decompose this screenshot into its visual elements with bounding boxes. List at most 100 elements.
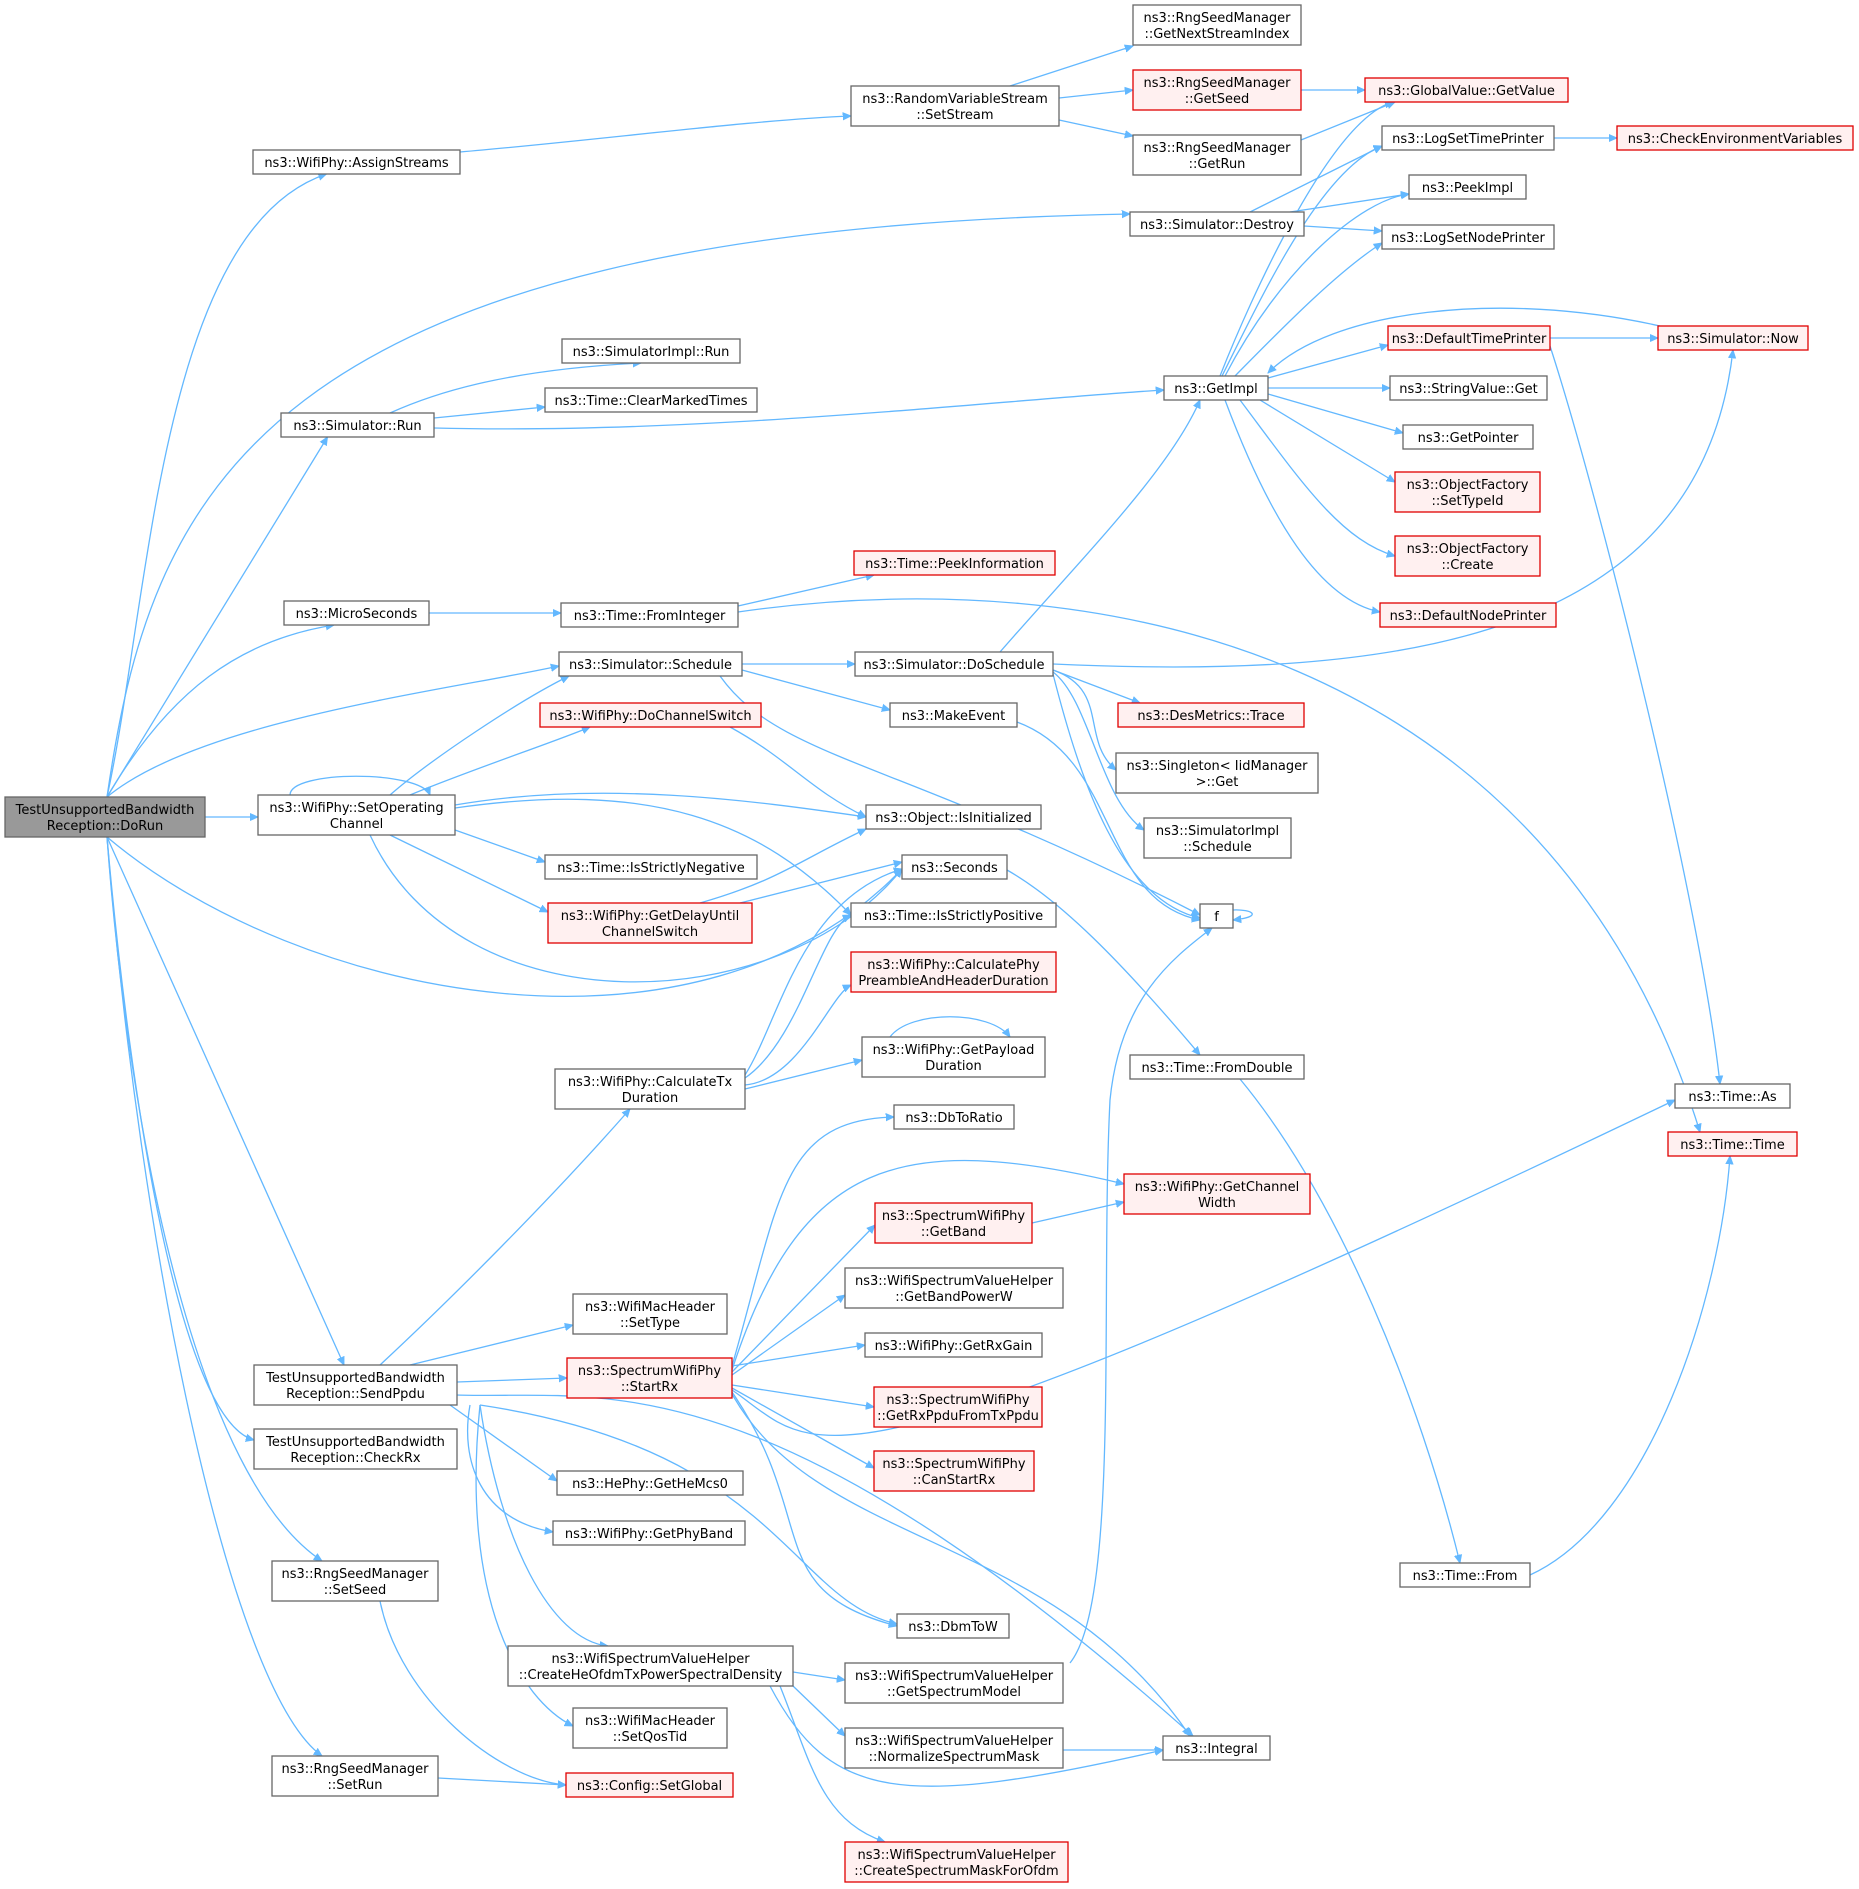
node-stringGet[interactable]: ns3::StringValue::Get bbox=[1389, 375, 1548, 401]
call-edge-77 bbox=[475, 1404, 573, 1727]
node-label: ns3::PeekImpl bbox=[1422, 181, 1513, 196]
node-peekImpl[interactable]: ns3::PeekImpl bbox=[1408, 174, 1527, 200]
node-getHeMcs0[interactable]: ns3::HePhy::GetHeMcs0 bbox=[556, 1470, 744, 1496]
node-label: ns3::Time::Time bbox=[1680, 1138, 1784, 1153]
node-label: ::NormalizeSpectrumMask bbox=[869, 1750, 1040, 1765]
call-edge-12 bbox=[1009, 46, 1133, 87]
call-edge-69 bbox=[1529, 1156, 1730, 1576]
node-getRun[interactable]: ns3::RngSeedManager::GetRun bbox=[1132, 134, 1302, 176]
node-startRx[interactable]: ns3::SpectrumWifiPhy::StartRx bbox=[566, 1357, 733, 1399]
node-peekInfo[interactable]: ns3::Time::PeekInformation bbox=[853, 550, 1056, 576]
node-setStream[interactable]: ns3::RandomVariableStream::SetStream bbox=[850, 85, 1060, 127]
call-edge-55 bbox=[454, 798, 851, 915]
node-isStrictlyPositive[interactable]: ns3::Time::IsStrictlyPositive bbox=[850, 902, 1057, 928]
call-edge-90 bbox=[379, 1600, 566, 1785]
call-edge-88 bbox=[731, 1393, 1190, 1736]
node-simNow[interactable]: ns3::Simulator::Now bbox=[1657, 325, 1809, 351]
node-getBand[interactable]: ns3::SpectrumWifiPhy::GetBand bbox=[874, 1202, 1033, 1244]
node-seconds[interactable]: ns3::Seconds bbox=[901, 854, 1008, 880]
node-desTrace[interactable]: ns3::DesMetrics::Trace bbox=[1117, 702, 1305, 728]
node-label: ns3::Time::IsStrictlyPositive bbox=[864, 909, 1043, 924]
node-makeEvent[interactable]: ns3::MakeEvent bbox=[889, 702, 1018, 728]
node-singletonGet[interactable]: ns3::Singleton< IidManager>::Get bbox=[1115, 752, 1319, 794]
node-macSetType[interactable]: ns3::WifiMacHeader::SetType bbox=[572, 1293, 728, 1335]
node-timeAs[interactable]: ns3::Time::As bbox=[1674, 1083, 1791, 1109]
node-getPhyBand[interactable]: ns3::WifiPhy::GetPhyBand bbox=[552, 1520, 746, 1546]
node-dbToRatio[interactable]: ns3::DbToRatio bbox=[893, 1104, 1015, 1130]
node-fromInteger[interactable]: ns3::Time::FromInteger bbox=[560, 602, 739, 628]
node-logSetNodePrinter[interactable]: ns3::LogSetNodePrinter bbox=[1381, 224, 1555, 250]
call-edge-30 bbox=[1267, 393, 1403, 433]
node-calcPreamble[interactable]: ns3::WifiPhy::CalculatePhyPreambleAndHea… bbox=[850, 951, 1057, 993]
node-label: ::Create bbox=[1442, 558, 1494, 573]
node-ofSetTypeId[interactable]: ns3::ObjectFactory::SetTypeId bbox=[1394, 471, 1541, 513]
node-doChannelSwitch[interactable]: ns3::WifiPhy::DoChannelSwitch bbox=[539, 702, 762, 728]
node-label: TestUnsupportedBandwidth bbox=[265, 1435, 445, 1450]
node-getSpectrumModel[interactable]: ns3::WifiSpectrumValueHelper::GetSpectru… bbox=[844, 1662, 1064, 1704]
call-edge-83 bbox=[731, 1345, 865, 1367]
node-label: ::SetQosTid bbox=[613, 1730, 687, 1745]
node-setQosTid[interactable]: ns3::WifiMacHeader::SetQosTid bbox=[572, 1707, 728, 1749]
node-label: ::SetType bbox=[620, 1316, 680, 1331]
node-simRun[interactable]: ns3::Simulator::Run bbox=[280, 412, 435, 438]
call-edge-28 bbox=[1267, 345, 1388, 379]
node-schedule[interactable]: ns3::Simulator::Schedule bbox=[558, 651, 743, 677]
node-integral[interactable]: ns3::Integral bbox=[1162, 1735, 1271, 1761]
node-createHe[interactable]: ns3::WifiSpectrumValueHelper::CreateHeOf… bbox=[507, 1645, 794, 1687]
node-label: ns3::SimulatorImpl::Run bbox=[573, 345, 730, 360]
node-getImpl[interactable]: ns3::GetImpl bbox=[1163, 375, 1269, 401]
node-checkRx[interactable]: TestUnsupportedBandwidthReception::Check… bbox=[253, 1428, 458, 1470]
node-defaultNodePrinter[interactable]: ns3::DefaultNodePrinter bbox=[1379, 602, 1557, 628]
node-label: ns3::ObjectFactory bbox=[1407, 478, 1529, 493]
call-edge-59 bbox=[729, 726, 866, 818]
node-globalGetValue[interactable]: ns3::GlobalValue::GetValue bbox=[1364, 77, 1569, 103]
node-getRxGain[interactable]: ns3::WifiPhy::GetRxGain bbox=[864, 1332, 1043, 1358]
node-label: ::CreateHeOfdmTxPowerSpectralDensity bbox=[519, 1668, 783, 1683]
node-isStrictlyNegative[interactable]: ns3::Time::IsStrictlyNegative bbox=[544, 854, 758, 880]
node-getSeed[interactable]: ns3::RngSeedManager::GetSeed bbox=[1132, 69, 1302, 111]
node-clearMarked[interactable]: ns3::Time::ClearMarkedTimes bbox=[544, 387, 758, 413]
call-edge-82 bbox=[731, 1295, 845, 1376]
node-doSchedule[interactable]: ns3::Simulator::DoSchedule bbox=[854, 651, 1054, 677]
node-createMask[interactable]: ns3::WifiSpectrumValueHelper::CreateSpec… bbox=[844, 1841, 1069, 1883]
node-ofCreate[interactable]: ns3::ObjectFactory::Create bbox=[1394, 535, 1541, 577]
node-label: ns3::SpectrumWifiPhy bbox=[882, 1209, 1025, 1224]
node-isInitialized[interactable]: ns3::Object::IsInitialized bbox=[865, 804, 1042, 830]
node-getRxPpdu[interactable]: ns3::SpectrumWifiPhy::GetRxPpduFromTxPpd… bbox=[873, 1386, 1043, 1428]
node-timeFrom[interactable]: ns3::Time::From bbox=[1399, 1562, 1531, 1588]
node-sendPpdu[interactable]: TestUnsupportedBandwidthReception::SendP… bbox=[253, 1364, 458, 1406]
node-defaultTimePrinter[interactable]: ns3::DefaultTimePrinter bbox=[1387, 325, 1551, 351]
node-logSetTimePrinter[interactable]: ns3::LogSetTimePrinter bbox=[1381, 125, 1555, 151]
node-microSeconds[interactable]: ns3::MicroSeconds bbox=[283, 600, 430, 626]
node-getPointer[interactable]: ns3::GetPointer bbox=[1402, 424, 1534, 450]
node-dbmToW[interactable]: ns3::DbmToW bbox=[896, 1613, 1010, 1639]
node-setSeed[interactable]: ns3::RngSeedManager::SetSeed bbox=[271, 1560, 439, 1602]
node-configSetGlobal[interactable]: ns3::Config::SetGlobal bbox=[565, 1772, 734, 1798]
node-label: ::GetNextStreamIndex bbox=[1144, 27, 1289, 42]
node-label: ns3::StringValue::Get bbox=[1399, 382, 1537, 397]
node-label: Reception::SendPpdu bbox=[286, 1387, 425, 1402]
node-timeTime[interactable]: ns3::Time::Time bbox=[1667, 1131, 1798, 1157]
node-label: ns3::DbToRatio bbox=[905, 1111, 1002, 1126]
node-canStartRx[interactable]: ns3::SpectrumWifiPhy::CanStartRx bbox=[873, 1450, 1035, 1492]
node-f[interactable]: f bbox=[1199, 903, 1234, 929]
node-fromDouble[interactable]: ns3::Time::FromDouble bbox=[1129, 1054, 1305, 1080]
node-destroy[interactable]: ns3::Simulator::Destroy bbox=[1129, 211, 1305, 237]
call-edge-10 bbox=[106, 836, 322, 1756]
node-implRun[interactable]: ns3::SimulatorImpl::Run bbox=[561, 338, 741, 364]
node-normalize[interactable]: ns3::WifiSpectrumValueHelper::NormalizeS… bbox=[844, 1727, 1064, 1769]
node-getNextStreamIndex[interactable]: ns3::RngSeedManager::GetNextStreamIndex bbox=[1132, 4, 1302, 46]
call-edge-45 bbox=[1052, 669, 1140, 703]
node-label: ::GetSpectrumModel bbox=[887, 1685, 1021, 1700]
node-assignStreams[interactable]: ns3::WifiPhy::AssignStreams bbox=[252, 149, 461, 175]
node-checkEnv[interactable]: ns3::CheckEnvironmentVariables bbox=[1616, 125, 1854, 151]
node-setRun[interactable]: ns3::RngSeedManager::SetRun bbox=[271, 1755, 439, 1797]
node-implSchedule[interactable]: ns3::SimulatorImpl::Schedule bbox=[1143, 817, 1292, 859]
node-getBandPower[interactable]: ns3::WifiSpectrumValueHelper::GetBandPow… bbox=[844, 1267, 1064, 1309]
